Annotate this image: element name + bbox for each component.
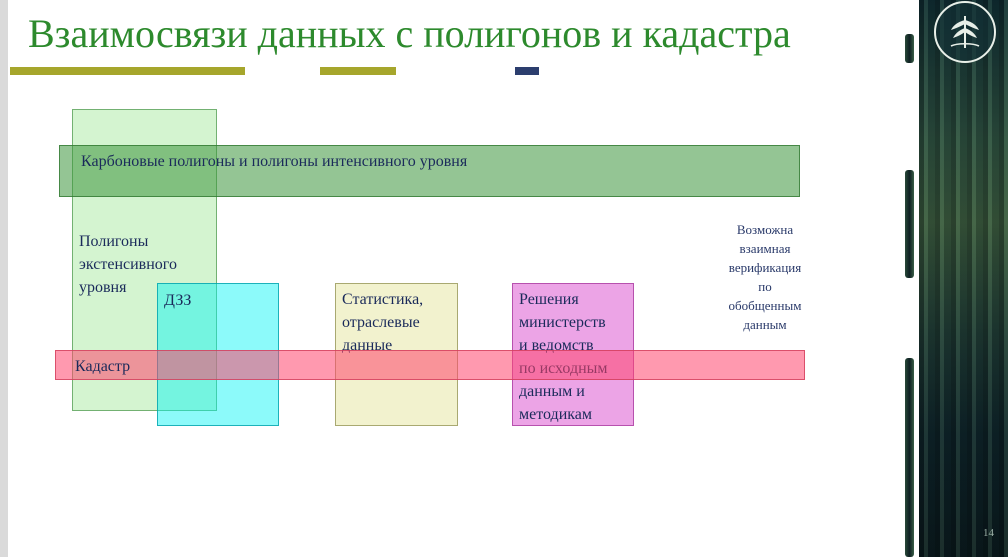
slide-number: 14 — [983, 527, 994, 539]
box-dzz-label: ДЗЗ — [164, 292, 192, 309]
box-extensive-label: Полигоны экстенсивного уровня — [79, 233, 177, 296]
forest-image-panel — [919, 0, 1008, 557]
title-underline-bar — [515, 67, 539, 75]
box-carbon-label: Карбоновые полигоны и полигоны интенсивн… — [81, 153, 468, 170]
box-carbon-polygons: Карбоновые полигоны и полигоны интенсивн… — [59, 145, 800, 197]
slide-title: Взаимосвязи данных с полигонов и кадастр… — [28, 11, 791, 56]
tree-logo-icon — [934, 1, 996, 63]
decorative-strip — [905, 170, 914, 278]
verification-note: Возможна взаимная верификация по обобщен… — [728, 222, 802, 332]
box-cadastre: Кадастр — [55, 350, 805, 380]
relationship-diagram: Полигоны экстенсивного уровня Карбоновые… — [55, 109, 805, 426]
left-edge-strip — [0, 0, 8, 557]
decorative-strip — [905, 34, 914, 63]
box-statistics-label: Статистика, отраслевые данные — [342, 291, 424, 354]
decorative-strip — [905, 358, 914, 557]
title-underline-bar — [10, 67, 245, 75]
box-cadastre-label: Кадастр — [75, 358, 131, 375]
title-underline-bar — [320, 67, 396, 75]
